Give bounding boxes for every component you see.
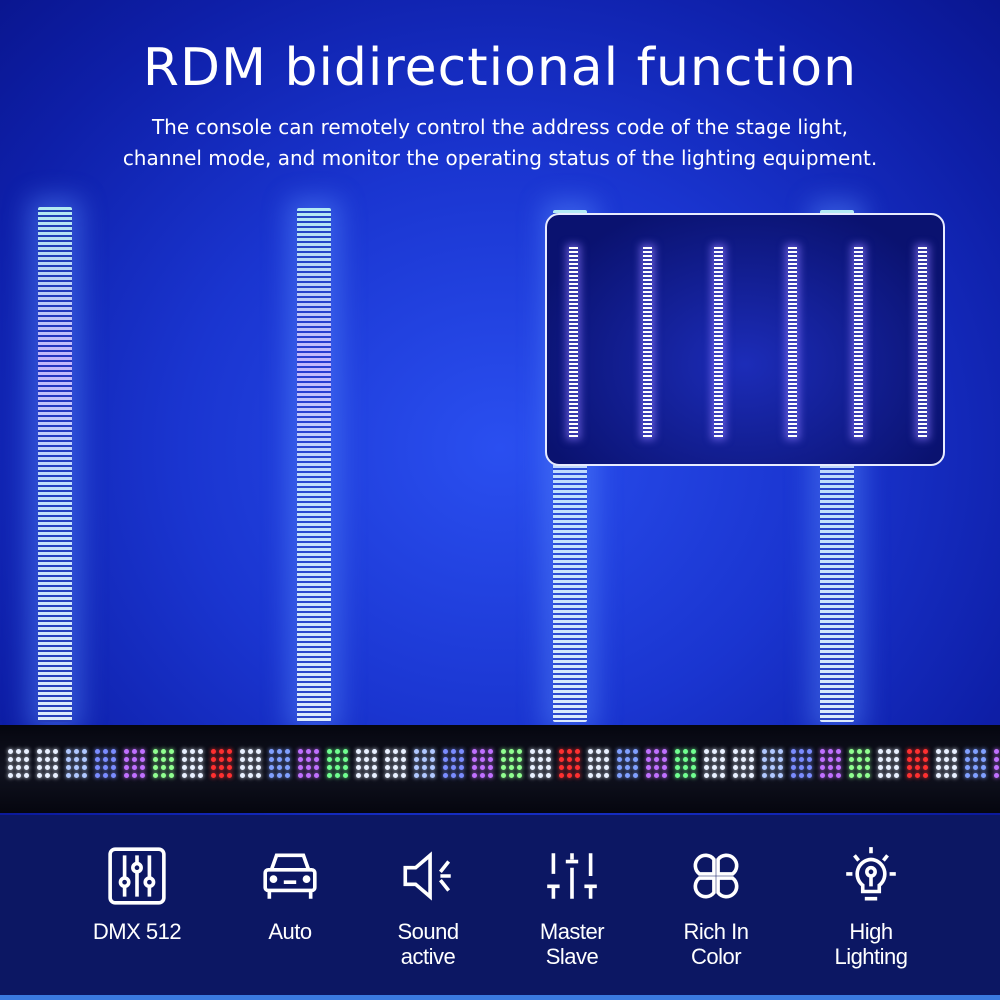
led-dot-group [702,747,727,780]
led-dot-group [296,747,321,780]
led-dot-group [673,747,698,780]
led-dot-group [992,747,1000,780]
led-dot-group [64,747,89,780]
mini-led-bar [788,247,797,437]
subtitle-line-1: The console can remotely control the add… [151,115,849,139]
feature-auto: Auto [215,845,365,944]
led-dot-group [383,747,408,780]
feature-label: Slave [545,944,599,969]
feature-label: Auto [268,919,312,944]
led-dot-group [528,747,553,780]
led-dot-group [905,747,930,780]
mini-led-bar [854,247,863,437]
feature-label: DMX 512 [92,919,182,944]
inset-photo [545,213,945,466]
led-dot-group [847,747,872,780]
product-photo: RDM bidirectional function The console c… [0,0,1000,815]
led-dot-group [644,747,669,780]
led-dot-group [354,747,379,780]
led-dot-group [93,747,118,780]
mini-led-bar [569,247,578,437]
mini-led-bar [918,247,927,437]
feature-label: Sound [397,919,459,944]
led-dot-group [122,747,147,780]
led-dot-group [760,747,785,780]
led-dot-group [6,747,31,780]
petals-icon [693,853,739,899]
led-bar [297,208,331,722]
mini-led-bar [714,247,723,437]
dmx-sliders-icon [108,847,166,905]
feature-label: active [400,944,456,969]
led-dot-group [586,747,611,780]
led-dot-group [209,747,234,780]
mini-led-bar [643,247,652,437]
led-dot-group [412,747,437,780]
page-title: RDM bidirectional function [142,38,858,98]
subtitle: The console can remotely control the add… [0,112,1000,174]
led-strip [0,725,1000,813]
led-dot-group [441,747,466,780]
feature-label: High [849,919,893,944]
led-dot-group [963,747,988,780]
led-dot-group [934,747,959,780]
led-dots [6,747,1000,780]
led-dot-group [615,747,640,780]
feature-label: Color [690,944,742,969]
car-icon [263,853,317,899]
bottom-accent-line [0,995,1000,1000]
led-dot-group [818,747,843,780]
feature-label: Master [539,919,605,944]
led-dot-group [151,747,176,780]
speaker-icon [403,851,451,901]
led-dot-group [499,747,524,780]
led-dot-group [35,747,60,780]
led-dot-group [557,747,582,780]
led-bar [38,207,72,722]
subtitle-line-2: channel mode, and monitor the operating … [122,146,878,170]
led-dot-group [180,747,205,780]
master-slave-sliders-icon [547,853,597,899]
led-dot-group [267,747,292,780]
feature-label: Rich In [683,919,749,944]
feature-dmx: DMX 512 [62,845,212,944]
led-dot-group [470,747,495,780]
led-dot-group [731,747,756,780]
led-dot-group [325,747,350,780]
led-dot-group [876,747,901,780]
feature-label: Lighting [834,944,908,969]
led-dot-group [238,747,263,780]
light-bulb-icon [846,847,896,901]
led-dot-group [789,747,814,780]
